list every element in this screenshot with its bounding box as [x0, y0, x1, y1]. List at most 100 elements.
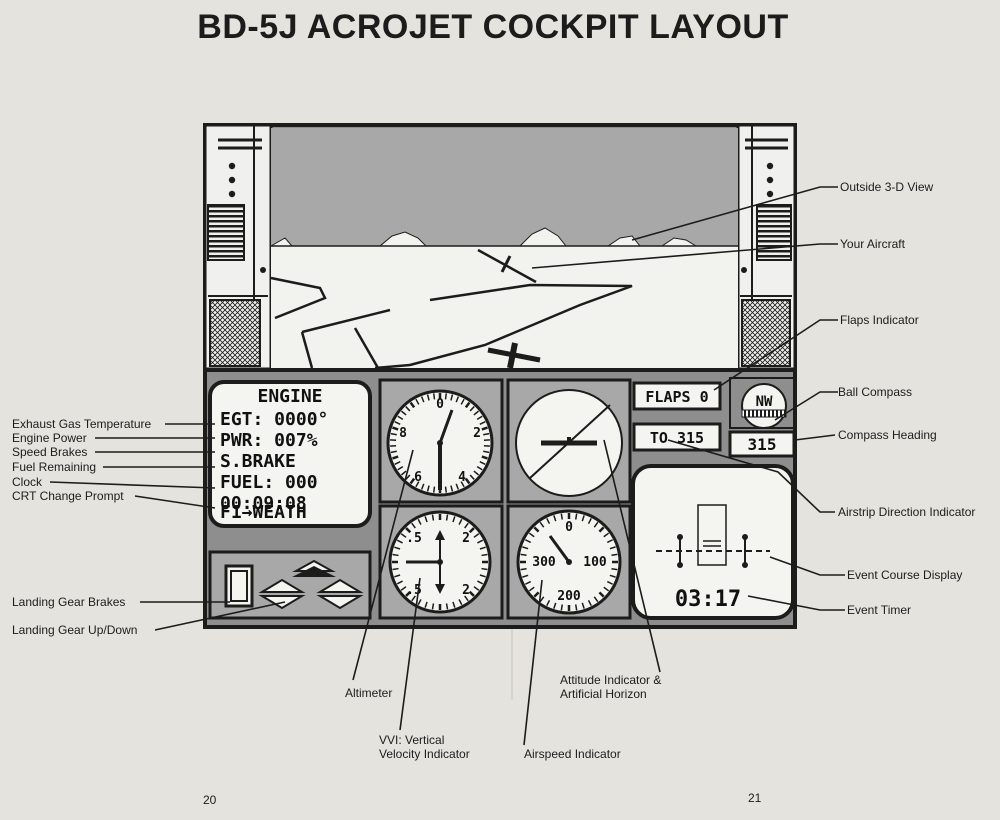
tick-mark: [574, 513, 578, 520]
tick-mark: [598, 526, 605, 533]
vvi-label-down-two: 2: [462, 583, 470, 598]
tick-mark: [522, 546, 529, 550]
callout-vvi-line2: Velocity Indicator: [379, 747, 470, 761]
callout-egt: Exhaust Gas Temperature: [12, 417, 152, 431]
altimeter-label-0: 0: [436, 397, 444, 412]
tick-mark: [464, 595, 469, 602]
tick-mark: [445, 514, 449, 521]
tick-mark: [546, 518, 551, 525]
page-number-right: 21: [748, 791, 762, 805]
tick-mark: [460, 398, 465, 405]
tick-mark: [392, 455, 399, 460]
compass-heading-box: 315: [728, 430, 796, 458]
runway: [270, 276, 633, 370]
tick-mark: [400, 410, 407, 416]
tick-mark: [553, 602, 557, 609]
tick-mark: [479, 461, 486, 465]
crt-prompt-readout: F1→WEATH: [220, 502, 307, 523]
airspeed-needle: [548, 535, 571, 563]
tick-mark: [458, 599, 463, 606]
callout-airspeed: Airspeed Indicator: [524, 747, 621, 761]
tick-mark: [483, 432, 490, 436]
tick-mark: [533, 526, 540, 533]
engine-panel: ENGINE EGT: 0000° PWR: 007% S.BRAKE FUEL…: [208, 380, 372, 528]
tick-mark: [606, 580, 613, 585]
tick-mark: [520, 553, 527, 557]
tick-mark: [464, 477, 471, 485]
tick-mark: [528, 586, 535, 592]
altimeter-label-2: 2: [473, 426, 481, 441]
tick-mark: [460, 481, 465, 488]
callout-gear-brakes: Landing Gear Brakes: [12, 595, 125, 609]
tick-mark: [574, 604, 578, 611]
tick-mark: [553, 515, 557, 522]
tick-mark: [469, 474, 475, 480]
tick-mark: [417, 518, 422, 525]
airstrip-readout: TO 315: [650, 429, 704, 447]
tick-mark: [392, 553, 399, 557]
callout-crt-prompt: CRT Change Prompt: [12, 489, 124, 503]
tick-mark: [473, 586, 480, 591]
airspeed-tick-marks: [520, 513, 618, 611]
egt-readout: EGT: 0000°: [220, 409, 328, 430]
tick-mark: [560, 604, 564, 611]
altimeter-tick-marks: [390, 393, 490, 493]
callout-vvi-line1: VVI: Vertical: [379, 733, 444, 747]
vvi-down-arrow-icon: [435, 584, 445, 594]
tick-mark: [409, 477, 416, 485]
speed-brake-readout: S.BRAKE: [220, 451, 296, 472]
callout-gear-updown: Landing Gear Up/Down: [12, 623, 137, 637]
callout-altimeter: Altimeter: [345, 686, 392, 700]
tick-mark: [417, 599, 422, 606]
tick-mark: [452, 601, 456, 608]
tick-mark: [400, 470, 407, 476]
tick-mark: [424, 516, 428, 523]
page-title: BD-5J ACROJET COCKPIT LAYOUT: [197, 8, 788, 46]
tick-mark: [392, 567, 399, 571]
tick-mark: [525, 580, 532, 585]
tick-mark: [411, 595, 416, 602]
callout-event-course: Event Course Display: [847, 568, 962, 582]
altimeter-label-6: 6: [414, 470, 422, 485]
tick-mark: [390, 450, 397, 454]
vvi-label-up-two: 2: [462, 531, 470, 546]
event-timer-readout: 03:17: [675, 587, 741, 612]
tick-mark: [609, 574, 616, 578]
tick-mark: [390, 432, 397, 436]
tick-mark: [420, 483, 425, 490]
attitude-indicator: [515, 389, 623, 497]
tick-mark: [400, 586, 407, 591]
tick-mark: [426, 485, 430, 492]
tick-mark: [483, 450, 490, 454]
tick-mark: [609, 546, 616, 550]
tick-mark: [415, 481, 420, 488]
callout-compass-heading: Compass Heading: [838, 428, 937, 442]
altimeter-needle-long: [438, 409, 454, 444]
tick-mark: [409, 401, 416, 409]
tick-mark: [396, 539, 403, 544]
vvi-tick-marks: [392, 514, 488, 610]
tick-mark: [606, 539, 613, 544]
aircraft-shadow-icon: [487, 342, 541, 369]
tick-mark: [611, 553, 618, 557]
tick-mark: [420, 396, 425, 403]
callout-fuel-remaining: Fuel Remaining: [12, 460, 96, 474]
tick-mark: [473, 470, 480, 476]
tick-mark: [528, 532, 535, 538]
tick-mark: [394, 461, 401, 465]
tick-mark: [611, 567, 618, 571]
compass-heading-readout: 315: [748, 435, 777, 454]
tick-mark: [476, 465, 483, 471]
tick-mark: [481, 553, 488, 557]
tick-mark: [477, 580, 484, 585]
left-pillar: [203, 123, 273, 371]
tick-mark: [397, 415, 404, 421]
fuel-readout: FUEL: 000: [220, 472, 318, 493]
compass-tick-strip: [741, 409, 787, 418]
tick-mark: [432, 486, 436, 493]
callout-speed-brakes: Speed Brakes: [12, 445, 87, 459]
tick-mark: [415, 398, 420, 405]
tick-mark: [546, 599, 551, 606]
compass-direction: NW: [756, 394, 773, 410]
